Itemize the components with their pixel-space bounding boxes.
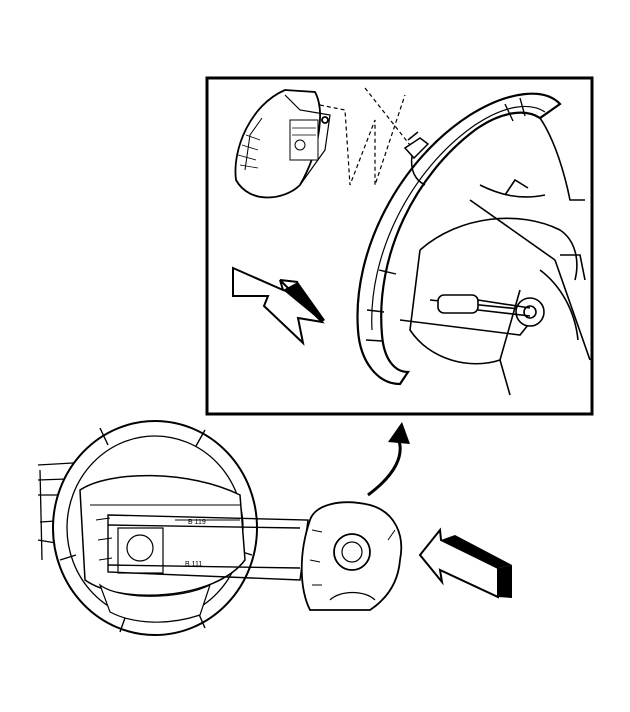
part-label-b119: B 119 xyxy=(188,519,206,526)
steering-wheel-icon xyxy=(356,92,585,386)
steering-wheel-icon xyxy=(52,420,258,636)
exploded-view-leaders xyxy=(107,514,309,581)
connector-plug-icon xyxy=(403,131,430,186)
steering-column-icon xyxy=(399,178,591,396)
callout-curved-arrow-icon xyxy=(367,422,410,497)
direction-arrow-icon xyxy=(418,527,512,599)
overview-assembly: B 119 B 111 xyxy=(37,420,512,636)
airbag-cover-icon xyxy=(300,501,403,611)
detail-callout xyxy=(205,76,594,416)
wiring-leader xyxy=(319,87,411,186)
airbag-module-icon xyxy=(234,89,331,199)
part-label-b111: B 111 xyxy=(185,561,202,568)
direction-arrow-icon xyxy=(232,266,325,346)
